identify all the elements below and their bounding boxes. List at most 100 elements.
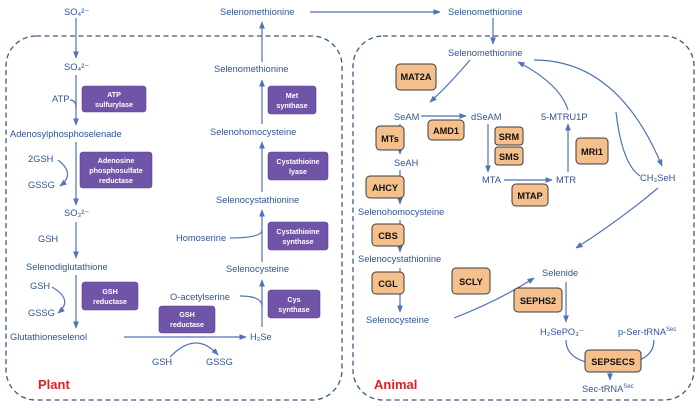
mtap-label: MTAP — [517, 191, 542, 201]
cystathioine-synthase-line2: synthase — [282, 237, 313, 246]
plant-panel — [5, 35, 343, 401]
mts-enzyme: MTs — [375, 125, 405, 151]
seah-label: SeAH — [394, 158, 418, 168]
mtr-label: MTR — [556, 175, 576, 185]
sephs2-label: SEPHS2 — [520, 296, 556, 306]
so3-label: SO₃²⁻ — [64, 208, 89, 218]
cys-synthase-enzyme: Cys synthase — [267, 289, 321, 319]
srm-enzyme: SRM — [494, 126, 524, 146]
selenomethionine-animal-label: Selenomethionine — [448, 48, 522, 58]
gsh-reductase-1-line2: reductase — [93, 297, 127, 306]
gsh-reductase-1-enzyme: GSH reductase — [81, 281, 139, 311]
gssg2-label: GSSG — [28, 308, 55, 318]
cystathioine-lyase-enzyme: Cystathioine lyase — [267, 151, 329, 181]
arrow-atp-in — [69, 99, 77, 109]
atp-sulfurylase-enzyme: ATP sulfurylase — [81, 85, 147, 113]
glutathioneselenol-label: Glutathioneselenol — [10, 332, 87, 342]
selenodiglutathione-label: Selenodiglutathione — [26, 262, 108, 272]
met-synthase-line1: Met — [286, 91, 299, 100]
arrow-selenocys-to-selenide — [453, 277, 535, 319]
ahcy-enzyme: AHCY — [365, 175, 405, 199]
gssg3-label: GSSG — [206, 357, 233, 367]
arrow-gsh-c-gssg3 — [169, 342, 219, 358]
arrow-oacetyl-in — [239, 295, 263, 307]
p-ser-trna-label: p-Ser-tRNASec — [618, 327, 676, 337]
h2se-label: H₂Se — [250, 332, 272, 342]
gssg1-label: GSSG — [28, 180, 55, 190]
sms-label: SMS — [499, 152, 519, 162]
cystathioine-synthase-enzyme: Cystathioine synthase — [267, 221, 329, 251]
homoserine-label: Homoserine — [176, 233, 226, 243]
arrow-homoserine-in — [229, 229, 263, 239]
amd1-enzyme: AMD1 — [427, 119, 465, 141]
aps-reductase-enzyme: Adenosine phosphosulfate reductase — [79, 151, 153, 189]
gsh-reductase-2-enzyme: GSH reductase — [158, 305, 216, 334]
mts-label: MTs — [381, 134, 399, 144]
atp-sulfurylase-line1: ATP — [107, 90, 121, 99]
selenocysteine-animal-label: Selenocysteine — [366, 315, 429, 325]
mat2a-enzyme: MAT2A — [395, 63, 437, 91]
h2sepo3-label: H₂SePO₃⁻ — [540, 327, 584, 337]
mri1-label: MRI1 — [581, 147, 603, 157]
gsh-c-label: GSH — [152, 357, 172, 367]
selenomethionine-top-right-label: Selenomethionine — [448, 7, 522, 17]
animal-panel — [352, 35, 695, 401]
cbs-label: CBS — [378, 231, 397, 241]
selenohomocysteine-animal-label: Selenohomocysteine — [358, 207, 444, 217]
p-ser-trna-text: p-Ser-tRNA — [618, 327, 667, 337]
gsh-reductase-2-line2: reductase — [170, 320, 204, 329]
cys-synthase-line2: synthase — [278, 305, 309, 314]
ahcy-label: AHCY — [372, 183, 398, 193]
animal-title: Animal — [374, 377, 417, 392]
cystathioine-synthase-line1: Cystathioine — [276, 227, 319, 236]
selenomethionine-top-left-label: Selenomethionine — [220, 7, 294, 17]
scly-enzyme: SCLY — [451, 267, 491, 295]
srm-label: SRM — [499, 132, 520, 142]
selenide-label: Selenide — [542, 268, 578, 278]
o-acetylserine-label: O-acetylserine — [170, 292, 230, 302]
ch3seh-label: CH₃SeH — [640, 173, 675, 183]
gsh-a-label: GSH — [38, 234, 58, 244]
arrow-ch3seh-to-selenide — [575, 187, 659, 249]
sephs2-enzyme: SEPHS2 — [513, 287, 563, 313]
arrow-selenomet-to-seam — [429, 59, 471, 103]
atp-sulfurylase-line2: sulfurylase — [95, 100, 133, 109]
aps-reductase-line2: phosphosulfate — [89, 166, 143, 175]
mtap-enzyme: MTAP — [511, 183, 549, 207]
plant-title: Plant — [38, 377, 70, 392]
dseam-label: dSeAM — [471, 112, 502, 122]
p-ser-trna-sup: Sec — [666, 327, 676, 333]
selenocystathionine-animal-label: Selenocystathionine — [358, 254, 441, 264]
atp-label: ATP — [52, 94, 69, 104]
cystathioine-lyase-line2: lyase — [289, 167, 307, 176]
adenosylphosphoselenade-label: Adenosylphosphoselenade — [10, 129, 122, 139]
selenomethionine-plant-label: Selenomethionine — [214, 64, 288, 74]
mtru1p-label: 5-MTRU1P — [541, 112, 588, 122]
so4-top-label: SO₄²⁻ — [64, 7, 89, 17]
gsh-reductase-1-line1: GSH — [102, 287, 118, 296]
aps-reductase-line1: Adenosine — [98, 156, 135, 165]
cgl-enzyme: CGL — [371, 271, 405, 295]
cystathioine-lyase-line1: Cystathioine — [276, 157, 319, 166]
seam-label: SeAM — [394, 112, 419, 122]
gsh-b-label: GSH — [30, 281, 50, 291]
amd1-label: AMD1 — [433, 126, 459, 136]
mri1-enzyme: MRI1 — [575, 137, 609, 165]
sepsecs-enzyme: SEPSECS — [584, 349, 642, 373]
arrow-mtr-to-ch3seh — [615, 111, 641, 177]
sepsecs-label: SEPSECS — [591, 357, 634, 367]
sec-trna-label: Sec-tRNASec — [582, 384, 634, 394]
met-synthase-enzyme: Met synthase — [267, 85, 317, 115]
aps-reductase-line3: reductase — [99, 176, 133, 185]
scly-label: SCLY — [459, 277, 483, 287]
cbs-enzyme: CBS — [371, 223, 405, 247]
arrow-selenomet-to-ch3seh — [533, 59, 663, 167]
sec-trna-sup: Sec — [623, 384, 633, 390]
cgl-label: CGL — [378, 279, 398, 289]
met-synthase-line2: synthase — [276, 101, 307, 110]
mta-label: MTA — [482, 175, 502, 185]
selenocystathionine-plant-label: Selenocystathionine — [216, 195, 299, 205]
selenocysteine-plant-label: Selenocysteine — [226, 264, 289, 274]
sms-enzyme: SMS — [494, 146, 524, 166]
